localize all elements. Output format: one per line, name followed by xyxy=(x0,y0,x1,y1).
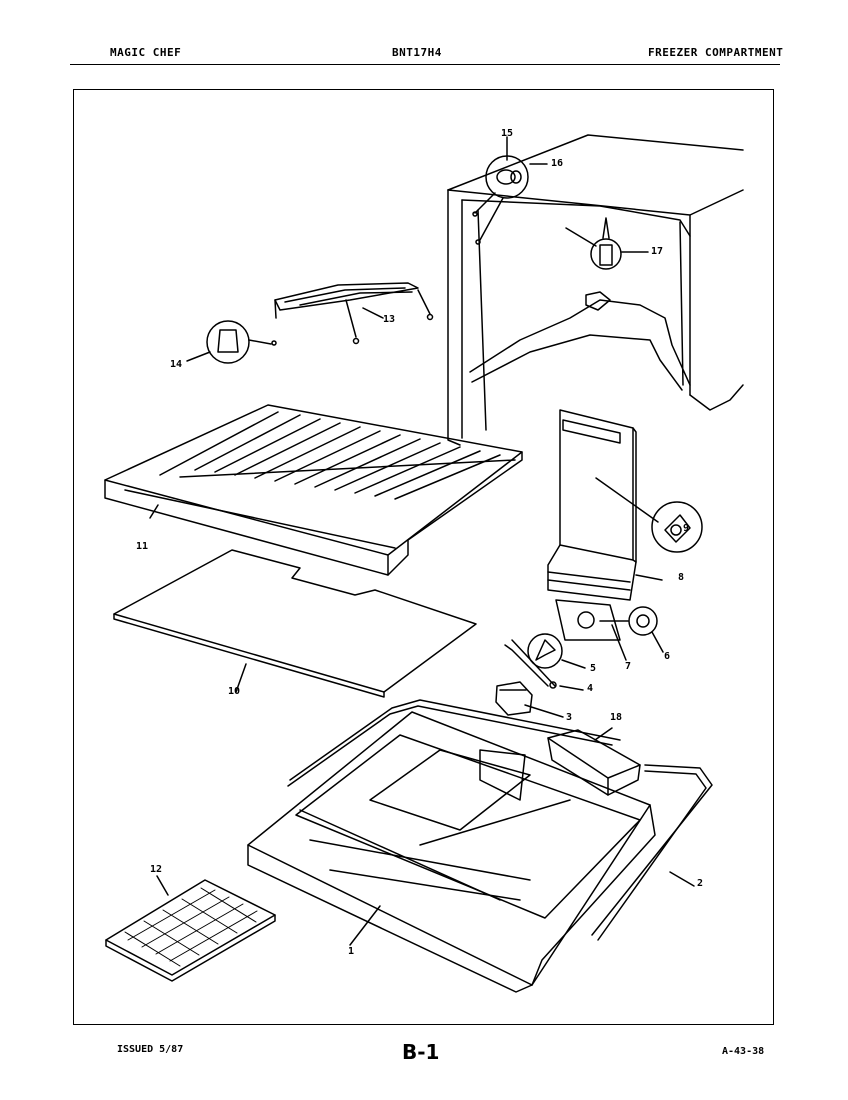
fan-blade-part xyxy=(527,633,586,669)
fan-motor-part xyxy=(495,681,564,718)
callout-label-11: 11 xyxy=(136,541,149,552)
callout-label-17: 17 xyxy=(651,246,664,257)
light-socket-detail xyxy=(565,217,649,270)
callout-label-9: 9 xyxy=(683,523,690,534)
callout-label-13: 13 xyxy=(383,314,396,325)
grommet-detail xyxy=(599,606,664,653)
callout-label-5: 5 xyxy=(590,663,597,674)
callout-label-2: 2 xyxy=(697,878,704,889)
fan-bracket-part xyxy=(555,599,627,661)
callout-label-10: 10 xyxy=(228,686,241,697)
diagram-frame xyxy=(73,89,774,1025)
callout-label-3: 3 xyxy=(566,712,573,723)
callout-label-1: 1 xyxy=(348,946,355,957)
freezer-tray-part xyxy=(247,711,656,993)
callout-label-4: 4 xyxy=(587,683,594,694)
footer-issued: ISSUED 5/87 xyxy=(117,1044,184,1055)
gasket-part xyxy=(287,699,713,941)
shelf-cover-part xyxy=(271,282,434,346)
clip-detail xyxy=(651,501,703,553)
callout-label-18: 18 xyxy=(610,712,623,723)
ice-tray-part xyxy=(105,875,276,982)
freezer-cabinet xyxy=(447,134,744,446)
callout-label-12: 12 xyxy=(150,864,163,875)
header-model: BNT17H4 xyxy=(392,46,442,59)
header-section: FREEZER COMPARTMENT xyxy=(648,46,784,59)
callout-label-15: 15 xyxy=(501,128,514,139)
evaporator-cover-part xyxy=(547,727,641,796)
damper-detail xyxy=(472,136,548,245)
header-rule xyxy=(70,64,780,65)
callout-label-6: 6 xyxy=(664,651,671,662)
callout-label-14: 14 xyxy=(170,359,183,370)
cap-detail xyxy=(186,320,272,364)
callout-label-8: 8 xyxy=(678,572,685,583)
footer-doc-code: A-43-38 xyxy=(722,1046,765,1057)
callout-label-7: 7 xyxy=(625,661,632,672)
wire-shelf-part xyxy=(104,404,523,576)
page-number: B-1 xyxy=(402,1040,440,1064)
shelf-panel-part xyxy=(113,549,477,698)
air-duct-part xyxy=(547,409,663,601)
callout-label-16: 16 xyxy=(551,158,564,169)
header-brand: MAGIC CHEF xyxy=(110,46,182,59)
motor-bracket-part xyxy=(504,639,584,691)
